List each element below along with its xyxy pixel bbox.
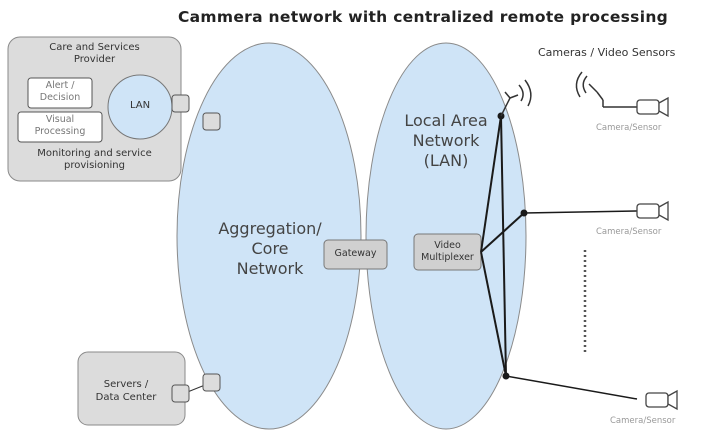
provider-title-line1: Care and Services [49, 42, 140, 53]
junction-dot-3 [502, 372, 510, 380]
lan-network-label: Local Area Network (LAN) [386, 111, 506, 171]
servers-label: Servers / Data Center [78, 378, 174, 404]
provider-footer-line2: provisioning [64, 160, 125, 171]
servers-port-2 [202, 373, 221, 392]
provider-footer: Monitoring and service provisioning [8, 148, 181, 172]
video-multiplexer-label: Video Multiplexer [414, 240, 481, 264]
core-line2: Core [251, 239, 289, 258]
visual-processing-box [17, 111, 103, 143]
video-mux-line2: Multiplexer [421, 252, 474, 263]
diagram-title: Cammera network with centralized remote … [178, 8, 669, 26]
provider-port-2 [202, 112, 221, 131]
lan-line1: Local Area [404, 111, 488, 130]
servers-line1: Servers / [103, 379, 149, 390]
junction-dot-2 [520, 209, 528, 217]
servers-line2: Data Center [95, 392, 157, 403]
camera-label-3: Camera/Sensor [610, 416, 676, 426]
provider-port-1 [171, 94, 190, 113]
visual-processing-label: Visual Processing [18, 114, 102, 138]
core-line3: Network [236, 259, 304, 278]
wireless-camera-antenna-icon [575, 71, 637, 108]
provider-title-line2: Provider [73, 54, 116, 65]
core-network-ellipse [176, 42, 362, 430]
provider-footer-line1: Monitoring and service [37, 148, 152, 159]
visual-line2: Processing [34, 126, 86, 137]
visual-line1: Visual [45, 114, 75, 125]
video-mux-line1: Video [434, 240, 461, 251]
lan-wiring [480, 115, 638, 400]
camera-icon-3 [645, 389, 678, 411]
servers-port-1 [171, 384, 190, 403]
lan-line3: (LAN) [423, 151, 469, 170]
core-line1: Aggregation/ [218, 219, 322, 238]
lan-antenna-icon [500, 79, 532, 117]
alert-decision-label: Alert / Decision [28, 80, 92, 104]
alert-decision-box [27, 77, 93, 109]
provider-lan-label: LAN [129, 100, 151, 111]
alert-line2: Decision [39, 92, 81, 103]
cameras-header: Cameras / Video Sensors [538, 46, 676, 59]
gateway-box [323, 239, 388, 270]
provider-title: Care and Services Provider [8, 42, 181, 66]
core-network-label: Aggregation/ Core Network [200, 219, 340, 279]
camera-label-1: Camera/Sensor [596, 123, 662, 133]
camera-label-2: Camera/Sensor [596, 227, 662, 237]
camera-icon-1 [636, 96, 669, 118]
alert-line1: Alert / [45, 80, 75, 91]
camera-icon-2 [636, 200, 669, 222]
lan-line2: Network [412, 131, 480, 150]
gateway-label: Gateway [334, 248, 377, 259]
